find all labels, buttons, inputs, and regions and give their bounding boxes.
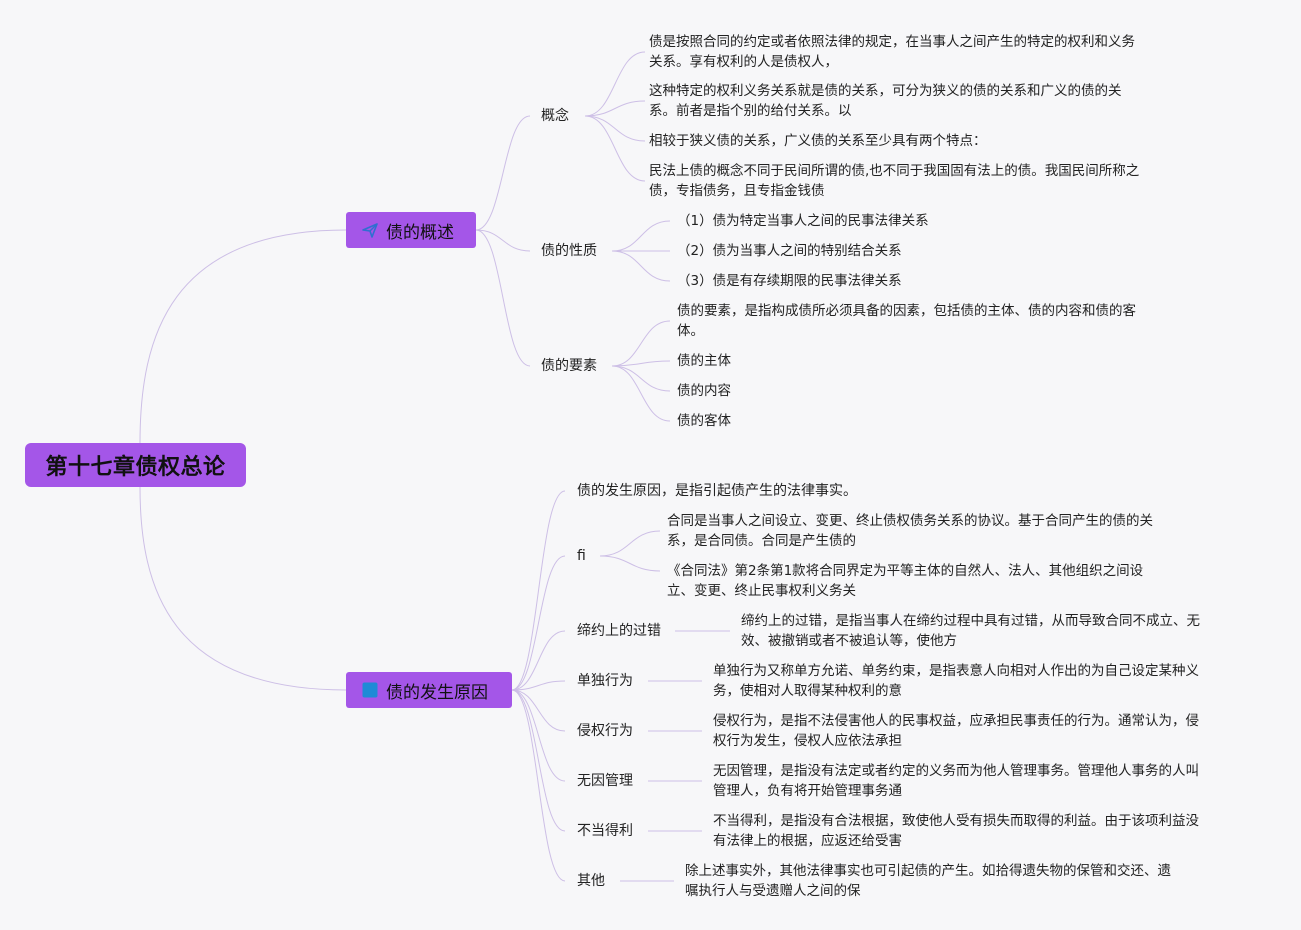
sub-elements[interactable]: 债的要素 [541,358,597,374]
branch-connector [511,490,566,691]
leaf-item[interactable]: 无因管理，是指没有法定或者约定的义务而为他人管理事务。管理他人事务的人叫管理人，… [713,763,1199,799]
root-node[interactable]: 第十七章债权总论 [25,443,246,487]
sub-definition[interactable]: 债的发生原因，是指引起债产生的法律事实。 [577,483,857,499]
branch-label: 债的概述 [386,222,454,243]
leaf-item[interactable]: （1）债为特定当事人之间的民事法律关系 [677,213,929,229]
leaf-item[interactable]: （3）债是有存续期限的民事法律关系 [677,273,902,289]
leaf-item[interactable]: 债的要素，是指构成债所必须具备的因素，包括债的主体、债的内容和债的客体。 [677,303,1136,339]
branch-causes[interactable]: 债的发生原因 [346,672,512,708]
leaf-item[interactable]: 债的主体 [677,353,731,369]
branch-connector [511,689,566,732]
sub-culpa[interactable]: 缔约上的过错 [577,623,661,639]
leaf-connector [584,51,646,117]
leaf-connector [584,115,646,142]
branch-connector [475,229,531,367]
leaf-item[interactable]: 债是按照合同的约定或者依照法律的规定，在当事人之间产生的特定的权利和义务关系。享… [649,34,1135,70]
branch-connector [511,689,566,882]
leaf-item[interactable]: （2）债为当事人之间的特别结合关系 [677,243,902,259]
leaf-item[interactable]: 相较于狭义债的关系，广义债的关系至少具有两个特点： [649,133,987,149]
sub-other[interactable]: 其他 [577,873,605,889]
sub-concept[interactable]: 概念 [541,108,569,124]
paper-plane-icon [360,220,380,240]
leaf-connector [599,530,661,557]
leaf-connector [611,360,671,367]
leaf-connector [611,365,671,392]
branch-overview[interactable]: 债的概述 [346,212,476,248]
branch-label: 债的发生原因 [386,682,488,703]
leaf-connector [611,250,671,282]
leaf-item[interactable]: 这种特定的权利义务关系就是债的关系，可分为狭义的债的关系和广义的债的关系。前者是… [649,83,1122,119]
leaf-item[interactable]: 缔约上的过错，是指当事人在缔约过程中具有过错，从而导致合同不成立、无效、被撤销或… [741,613,1200,649]
leaf-connector [611,220,671,252]
leaf-connector [584,100,646,117]
leaf-item[interactable]: 单独行为又称单方允诺、单务约束，是指表意人向相对人作出的为自己设定某种义务，使相… [713,663,1199,699]
sub-unilateral[interactable]: 单独行为 [577,673,633,689]
branch-connector [511,689,566,832]
leaf-connector [599,555,661,572]
branch-connector [511,680,566,691]
leaf-item[interactable]: 债的内容 [677,383,731,399]
root-title: 第十七章债权总论 [45,455,226,480]
branch-connector [475,229,531,252]
root-connector [139,486,347,691]
leaf-item[interactable]: 不当得利，是指没有合法根据，致使他人受有损失而取得的利益。由于该项利益没有法律上… [713,813,1199,849]
branch-connector [511,555,566,691]
branch-connector [511,630,566,691]
square-icon [360,680,380,700]
root-connector [139,229,347,444]
sub-tort[interactable]: 侵权行为 [577,723,633,739]
leaf-item[interactable]: 民法上债的概念不同于民间所谓的债,也不同于我国固有法上的债。我国民间所称之债，专… [649,163,1140,199]
sub-nature[interactable]: 债的性质 [541,243,597,259]
leaf-item[interactable]: 侵权行为，是指不法侵害他人的民事权益，应承担民事责任的行为。通常认为，侵权行为发… [713,713,1199,749]
leaf-connector [611,365,671,422]
leaf-connector [611,320,671,367]
sub-negotiorum[interactable]: 无因管理 [577,773,633,789]
sub-unjust[interactable]: 不当得利 [577,823,633,839]
branch-connector [511,689,566,782]
leaf-item[interactable]: 除上述事实外，其他法律事实也可引起债的产生。如拾得遗失物的保管和交还、遗嘱执行人… [685,863,1171,899]
leaf-connector [584,115,646,182]
branch-connector [475,115,531,231]
sub-fi[interactable]: fi [577,548,586,564]
leaf-item[interactable]: 合同是当事人之间设立、变更、终止债权债务关系的协议。基于合同产生的债的关系，是合… [667,513,1153,549]
leaf-item[interactable]: 《合同法》第2条第1款将合同界定为平等主体的自然人、法人、其他组织之间设立、变更… [667,563,1144,599]
leaf-item[interactable]: 债的客体 [677,413,731,429]
